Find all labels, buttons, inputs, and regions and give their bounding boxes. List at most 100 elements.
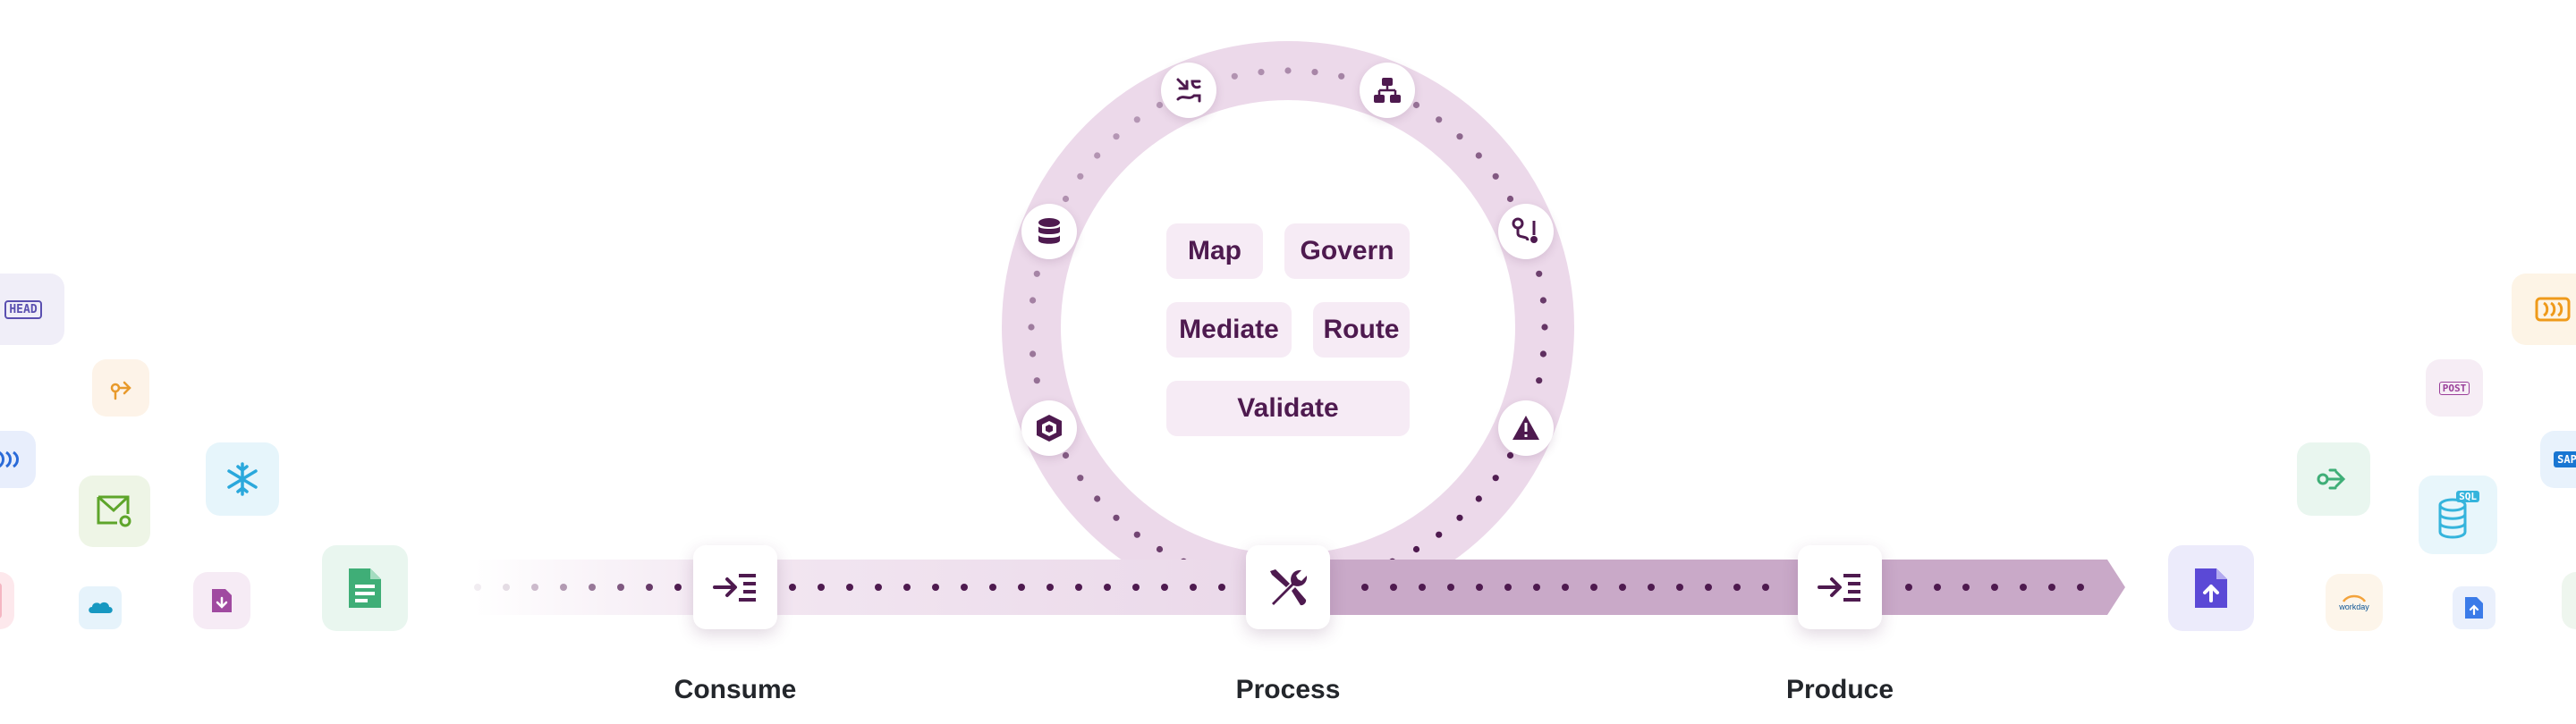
file-upload-tile[interactable] — [2453, 586, 2496, 629]
ring-dot — [1412, 101, 1420, 109]
ring-dot — [1475, 152, 1482, 159]
flow-dot — [1619, 584, 1626, 591]
webhook-tile[interactable] — [92, 359, 149, 417]
process-label: Process — [1235, 675, 1341, 704]
pill-mediate: Mediate — [1166, 302, 1292, 358]
flow-dot — [1419, 584, 1426, 591]
database-icon[interactable] — [1021, 204, 1077, 259]
pill-govern: Govern — [1284, 223, 1410, 279]
produce-label: Produce — [1785, 675, 1894, 704]
stream-icon — [0, 450, 19, 468]
email-icon — [97, 495, 131, 527]
webhook-icon — [110, 381, 131, 400]
flow-dot — [846, 584, 853, 591]
flow-dot — [989, 584, 996, 591]
spreadsheet-tile[interactable] — [322, 545, 408, 631]
stream-icon — [2535, 297, 2571, 322]
target-edge-tile[interactable] — [2562, 572, 2576, 629]
file-upload-icon — [2465, 597, 2483, 619]
consume-node[interactable] — [693, 545, 777, 629]
ring-dot — [1077, 475, 1084, 482]
flow-dot — [1161, 584, 1168, 591]
hierarchy-icon[interactable] — [1360, 63, 1415, 118]
ring-dot — [1062, 451, 1070, 459]
flow-dot — [674, 584, 682, 591]
process-node[interactable] — [1246, 545, 1330, 629]
ring-dot — [1541, 324, 1548, 331]
consume-label: Consume — [674, 675, 797, 704]
transform-arrows-icon[interactable] — [1161, 63, 1216, 118]
ring-dot — [1077, 173, 1084, 180]
snowflake-tile[interactable] — [206, 442, 279, 516]
sap-tile[interactable]: SAP — [2540, 431, 2576, 488]
cube-icon[interactable] — [1021, 400, 1077, 456]
workday-text: workday — [2339, 602, 2369, 611]
salesforce-icon — [89, 602, 113, 613]
ring-dot — [1030, 297, 1037, 304]
webhook-icon — [2317, 468, 2346, 490]
pill-map: Map — [1166, 223, 1263, 279]
snowflake-icon — [227, 462, 258, 496]
stream-target-tile[interactable] — [2512, 274, 2576, 345]
flow-dot — [560, 584, 567, 591]
workday-icon: workday — [2339, 594, 2369, 611]
flow-dot — [1018, 584, 1025, 591]
pill-route: Route — [1313, 302, 1410, 358]
flow-dot — [1390, 584, 1397, 591]
flow-dot — [503, 584, 510, 591]
produce-node[interactable] — [1798, 545, 1882, 629]
ring-dot — [1506, 195, 1514, 203]
ring-dot — [1156, 545, 1164, 553]
flow-dots — [474, 584, 2084, 591]
flow-dot — [1361, 584, 1368, 591]
flow-dot — [617, 584, 624, 591]
branch-icon[interactable] — [1498, 204, 1554, 259]
ring-dot — [1156, 101, 1164, 109]
workday-tile[interactable]: workday — [2326, 574, 2383, 631]
sap-icon: SAP — [2554, 451, 2576, 467]
ring-dot — [1258, 69, 1265, 76]
flow-dot — [589, 584, 596, 591]
salesforce-tile[interactable] — [79, 586, 122, 629]
ring-dot — [1539, 297, 1546, 304]
sql-database-tile[interactable]: SQL — [2419, 476, 2497, 554]
flow-dot — [474, 584, 481, 591]
flow-dot — [1962, 584, 1970, 591]
document-upload-icon — [2195, 568, 2227, 608]
flow-dot — [646, 584, 653, 591]
file-download-icon — [212, 589, 232, 612]
flow-dot — [1190, 584, 1197, 591]
ring-dot — [1436, 116, 1443, 123]
ring-dot — [1030, 350, 1037, 358]
source-tile[interactable] — [0, 572, 14, 629]
flow-dot — [1562, 584, 1569, 591]
flow-dot — [2077, 584, 2084, 591]
ring-dot — [1338, 72, 1345, 80]
flow-dot — [1648, 584, 1655, 591]
post-request-tile[interactable]: POST — [2426, 359, 2483, 417]
file-download-tile[interactable] — [193, 572, 250, 629]
pill-validate: Validate — [1166, 381, 1410, 436]
ring-dot — [1033, 377, 1040, 384]
flow-dot — [875, 584, 882, 591]
head-request-tile[interactable]: HEAD — [0, 274, 64, 345]
ring-dot — [1033, 270, 1040, 277]
flow-dot — [1504, 584, 1512, 591]
ring-dot — [1506, 451, 1514, 459]
ring-dot — [1113, 514, 1120, 521]
ring-dot — [1436, 531, 1443, 538]
flow-dot — [1733, 584, 1741, 591]
flow-dot — [1762, 584, 1769, 591]
ring-dot — [1284, 67, 1292, 74]
email-tile[interactable] — [79, 476, 150, 547]
ring-dot — [1492, 173, 1499, 180]
flow-dot — [1046, 584, 1054, 591]
ring-dot — [1113, 133, 1120, 140]
warning-icon[interactable] — [1498, 400, 1554, 456]
ring-dot — [1412, 545, 1420, 553]
flow-dot — [1991, 584, 1998, 591]
document-upload-tile[interactable] — [2168, 545, 2254, 631]
stream-tile[interactable] — [0, 431, 36, 488]
webhook-target-tile[interactable] — [2297, 442, 2370, 516]
